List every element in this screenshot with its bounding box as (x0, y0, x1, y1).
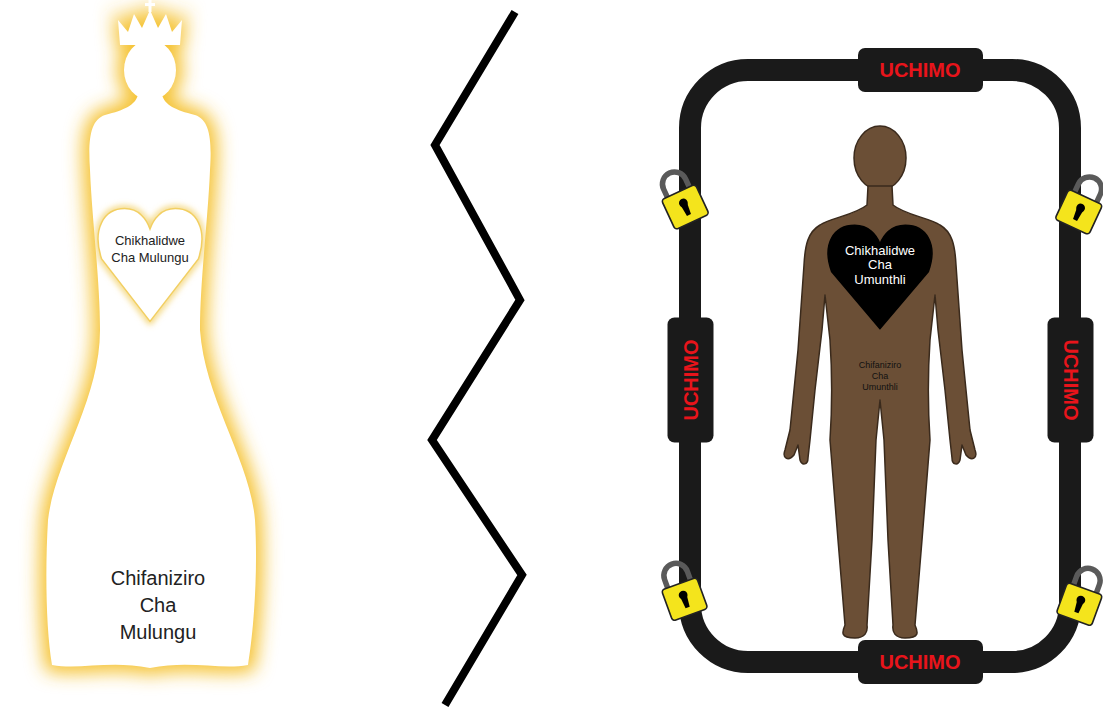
padlock-icon (654, 558, 708, 621)
heart-label: Chikhalidwe Cha Mulungu (105, 233, 195, 267)
golden-glow (46, 10, 256, 668)
zigzag-divider (432, 12, 522, 705)
sin-label-box: UCHIMO (667, 318, 713, 443)
padlock-icon (653, 165, 710, 230)
figure-label: Chifaniziro Cha Umunthli (855, 360, 905, 392)
heart-shape: Chikhalidwe Cha Mulungu (95, 205, 205, 325)
padlock-icon (1055, 170, 1103, 235)
sin-label: UCHIMO (667, 318, 713, 443)
sin-label-box: UCHIMO (858, 640, 983, 684)
divine-figure: Chifaniziro Cha Mulungu Chikhalidwe Cha M… (0, 0, 280, 700)
sin-label-box: UCHIMO (1047, 318, 1093, 443)
sin-label: UCHIMO (858, 48, 983, 92)
figure-silhouette (46, 0, 256, 668)
heart-shape-outline (95, 205, 205, 325)
sin-label-box: UCHIMO (858, 48, 983, 92)
sin-label: UCHIMO (858, 640, 983, 684)
figure-label: Chifaniziro Cha Mulungu (104, 565, 212, 646)
sin-label: UCHIMO (1047, 318, 1093, 443)
heart-shape: Chikhalidwe Cha Umunthli (825, 222, 935, 332)
padlock-icon (1056, 563, 1103, 626)
chain-frame (690, 70, 1070, 662)
human-figure: Chifaniziro Cha Umunthli Chikhalidwe Cha … (780, 110, 980, 650)
heart-label: Chikhalidwe Cha Umunthli (841, 244, 919, 287)
